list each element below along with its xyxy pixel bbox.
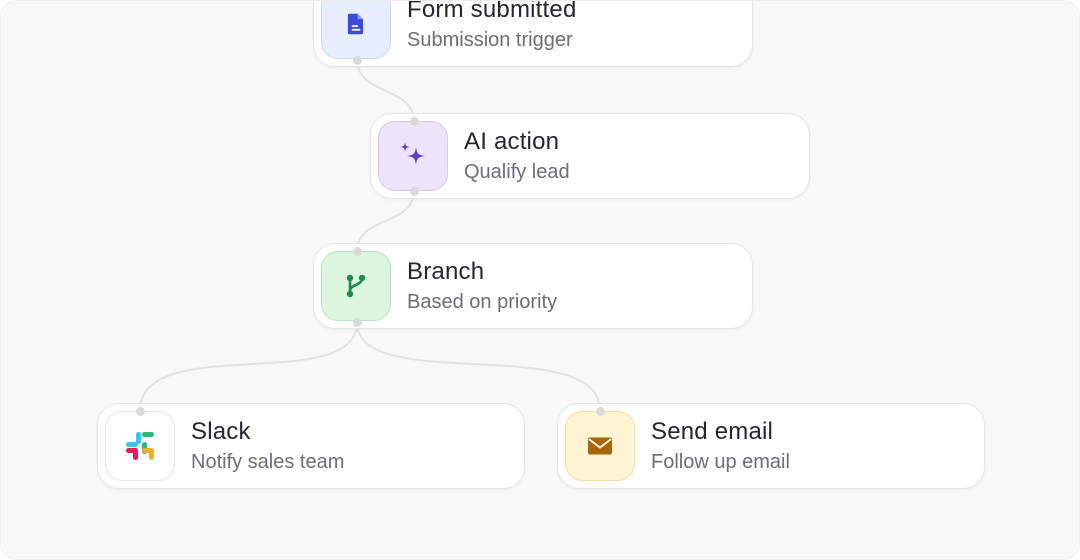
port-ai-in[interactable]	[409, 116, 419, 126]
git-branch-icon	[321, 251, 391, 321]
sparkles-icon	[378, 121, 448, 191]
document-icon	[321, 1, 391, 59]
node-subtitle: Qualify lead	[464, 161, 570, 183]
connector-form-to-ai	[356, 58, 415, 122]
node-branch[interactable]: Branch Based on priority	[313, 243, 753, 329]
port-email-in[interactable]	[595, 406, 605, 416]
node-title: Slack	[191, 418, 251, 445]
node-title: AI action	[464, 128, 560, 155]
port-branch-out[interactable]	[352, 317, 362, 327]
node-send-email[interactable]: Send email Follow up email	[557, 403, 985, 489]
envelope-icon	[565, 411, 635, 481]
connector-branch-to-email	[356, 321, 601, 412]
node-subtitle: Follow up email	[651, 451, 790, 473]
connector-branch-to-slack	[139, 321, 358, 412]
node-slack[interactable]: Slack Notify sales team	[97, 403, 525, 489]
node-subtitle: Notify sales team	[191, 451, 345, 473]
node-title: Send email	[651, 418, 774, 445]
node-form-submitted[interactable]: Form submitted Submission trigger	[313, 0, 753, 67]
port-form-out[interactable]	[352, 55, 362, 65]
port-slack-in[interactable]	[135, 406, 145, 416]
node-title: Form submitted	[407, 0, 577, 23]
port-ai-out[interactable]	[409, 186, 419, 196]
slack-logo-icon	[105, 411, 175, 481]
node-subtitle: Submission trigger	[407, 29, 573, 51]
node-subtitle: Based on priority	[407, 291, 558, 313]
node-title: Branch	[407, 258, 485, 285]
node-ai-action[interactable]: AI action Qualify lead	[370, 113, 810, 199]
port-branch-in[interactable]	[352, 246, 362, 256]
connector-ai-to-branch	[356, 190, 415, 252]
